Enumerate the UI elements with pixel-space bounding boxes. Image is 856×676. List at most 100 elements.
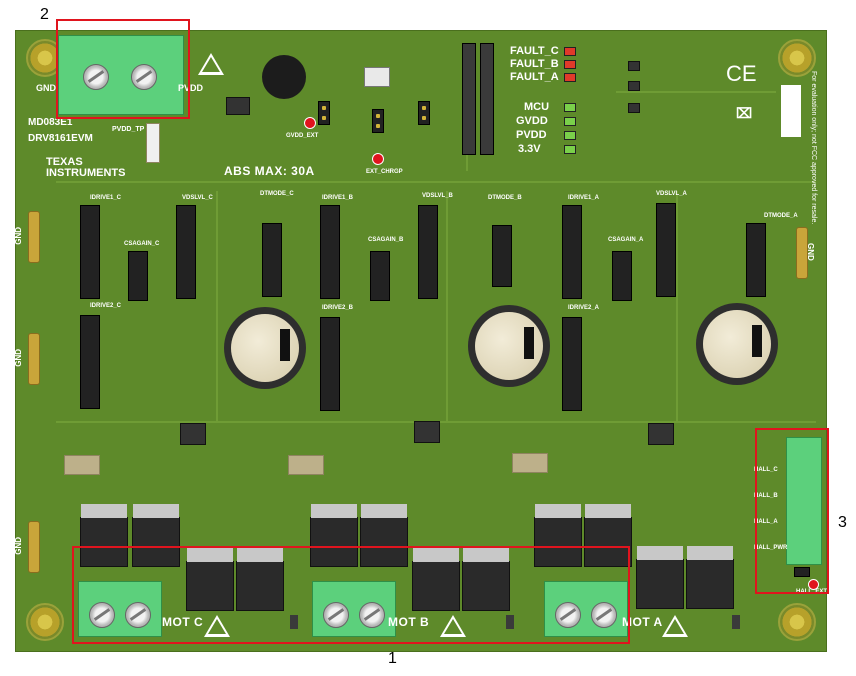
ce-mark: CE xyxy=(726,61,757,86)
gnd-tab xyxy=(796,227,808,279)
terminal-screw xyxy=(131,64,157,90)
test-point xyxy=(808,579,819,590)
motor-terminal-b xyxy=(312,581,396,637)
mot-c-label: MOT C xyxy=(162,615,204,629)
mosfet xyxy=(80,504,128,567)
idrive1-c-label: IDRIVE1_C xyxy=(90,195,122,201)
callout-box-3 xyxy=(755,428,829,594)
gnd-label: GND xyxy=(36,83,56,93)
idrive2-b-label: IDRIVE2_B xyxy=(322,305,354,311)
mounting-hole-bottom-left xyxy=(26,603,64,641)
terminal-screw xyxy=(591,602,617,628)
mosfet xyxy=(360,504,408,567)
mosfet xyxy=(412,548,460,611)
board-model: DRV8161EVM xyxy=(28,133,93,144)
pcb-trace xyxy=(446,191,448,421)
mcu-led-label: MCU xyxy=(524,101,550,113)
gnd-tab-label: GND xyxy=(14,537,23,555)
idrive2-a-label: IDRIVE2_A xyxy=(568,305,600,311)
shunt-resistor-b xyxy=(288,455,324,475)
dtmode-a-header xyxy=(746,223,766,297)
jumper-header xyxy=(318,101,330,125)
dtmode-b-label: DTMODE_B xyxy=(488,195,522,201)
transistor xyxy=(628,81,640,91)
abs-max-label: ABS MAX: 30A xyxy=(224,164,315,178)
idrive1-a-header xyxy=(562,205,582,299)
label-sticker xyxy=(781,85,801,137)
pvdd-led xyxy=(564,131,576,140)
dtmode-b-header xyxy=(492,225,512,287)
dtmode-c-label: DTMODE_C xyxy=(260,191,294,197)
test-point xyxy=(304,117,316,129)
gnd-tab xyxy=(28,333,40,385)
pcb-trace xyxy=(616,91,776,93)
fcc-notice: For evaluation only; not FCC approved fo… xyxy=(810,71,817,225)
high-voltage-warning-icon xyxy=(198,53,224,75)
vdslvl-b-label: VDSLVL_B xyxy=(422,193,453,199)
idrive1-a-label: IDRIVE1_A xyxy=(568,195,600,201)
idrive2-b-header xyxy=(320,317,340,411)
pcb-board: GND PVDD PVDD_TP MD083E1 DRV8161EVM TEXA… xyxy=(14,30,827,652)
mosfet xyxy=(236,548,284,611)
csagain-b-label: CSAGAIN_B xyxy=(368,237,404,243)
power-terminal-block xyxy=(58,35,184,115)
pvdd-tp-label: PVDD_TP xyxy=(112,126,145,133)
mot-a-label: MOT A xyxy=(622,615,663,629)
diode xyxy=(290,615,298,629)
power-inductor xyxy=(262,55,306,99)
mounting-hole-bottom-right xyxy=(778,603,816,641)
gnd-tab-label: GND xyxy=(14,227,23,245)
mosfet xyxy=(132,504,180,567)
fault-a-label: FAULT_A xyxy=(510,71,559,83)
pcb-trace xyxy=(676,191,678,421)
jumper-header xyxy=(418,101,430,125)
csagain-b-header xyxy=(370,251,390,301)
csagain-c-label: CSAGAIN_C xyxy=(124,241,160,247)
motor-terminal-c xyxy=(78,581,162,637)
csagain-a-header xyxy=(612,251,632,301)
bulk-capacitor-a xyxy=(696,303,778,385)
shunt-resistor-c xyxy=(64,455,100,475)
gate-driver-ic-c xyxy=(180,423,206,445)
bulk-capacitor-b xyxy=(468,305,550,387)
callout-box-2 xyxy=(56,19,190,119)
mosfet xyxy=(462,548,510,611)
hot-surface-warning-icon xyxy=(662,615,688,637)
board-name: MD083E1 xyxy=(28,117,73,128)
test-point xyxy=(372,153,384,165)
idrive1-b-label: IDRIVE1_B xyxy=(322,195,354,201)
terminal-screw xyxy=(555,602,581,628)
gnd-tab xyxy=(28,211,40,263)
gnd-tab xyxy=(28,521,40,573)
diode xyxy=(506,615,514,629)
gvdd-ext-label: GVDD_EXT xyxy=(286,133,319,139)
ext-chrgp-label: EXT_CHRGP xyxy=(366,169,403,175)
3v3-led-label: 3.3V xyxy=(518,143,541,155)
hall-c-label: HALL_C xyxy=(754,467,778,473)
idrive2-a-header xyxy=(562,317,582,411)
terminal-screw xyxy=(323,602,349,628)
mosfet xyxy=(636,546,684,609)
mounting-hole-top-right xyxy=(778,39,816,77)
dtmode-c-header xyxy=(262,223,282,297)
terminal-screw xyxy=(125,602,151,628)
vdslvl-c-header xyxy=(176,205,196,299)
terminal-screw xyxy=(83,64,109,90)
mosfet xyxy=(686,546,734,609)
callout-number-1: 1 xyxy=(388,650,397,667)
pvdd-led-label: PVDD xyxy=(516,129,547,141)
pvdd-label: PVDD xyxy=(178,83,204,93)
mosfet xyxy=(186,548,234,611)
gnd-tab-label: GND xyxy=(14,349,23,367)
mcu-expansion-header xyxy=(480,43,494,155)
fault-b-label: FAULT_B xyxy=(510,58,559,70)
shunt-resistor-a xyxy=(512,453,548,473)
hall-a-label: HALL_A xyxy=(754,519,778,525)
gate-driver-ic-b xyxy=(414,421,440,443)
callout-number-2: 2 xyxy=(40,6,49,23)
mosfet xyxy=(310,504,358,567)
transistor xyxy=(628,61,640,71)
mosfet xyxy=(534,504,582,567)
idrive2-c-label: IDRIVE2_C xyxy=(90,303,122,309)
3v3-led xyxy=(564,145,576,154)
